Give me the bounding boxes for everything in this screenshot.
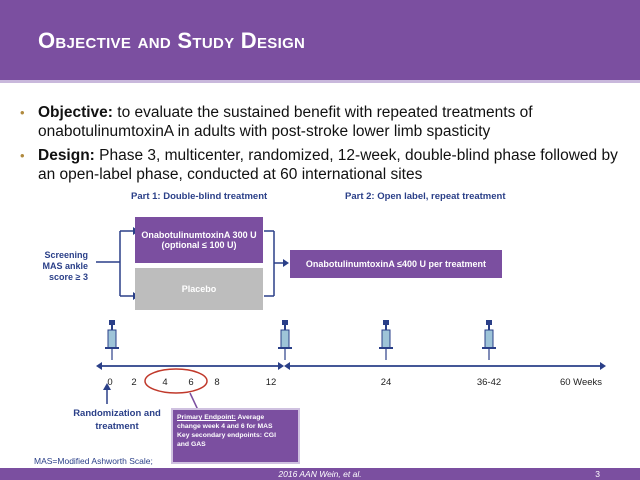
timeline-tick: 36-42 [476,377,502,388]
bullet-text: Phase 3, multicenter, randomized, 12-wee… [38,147,618,183]
bullet-dot-icon: • [20,148,25,163]
timeline-tick: 24 [380,377,392,388]
randomization-line: treatment [95,421,139,432]
arm-line: (optional ≤ 100 U) [161,240,237,250]
randomization-label: Randomization and treatment [62,407,172,433]
page-number: 3 [595,469,600,479]
timeline-tick: 0 [107,377,113,388]
screening-line: score ≥ 3 [49,272,88,282]
callout-text: Average [235,414,265,421]
timeline-tick: 12 [265,377,277,388]
callout-line: and GAS [177,441,206,448]
screening-line: MAS ankle [42,261,88,271]
part2-label: Part 2: Open label, repeat treatment [345,191,506,202]
syringe-icon [105,320,119,360]
callout-line: change week 4 and 6 for MAS [177,423,273,430]
timeline-tick: 4 [162,377,168,388]
timeline-tick: 6 [188,377,194,388]
syringe-icon [482,320,496,360]
screening-label: Screening MAS ankle score ≥ 3 [38,250,88,283]
bullet-list: • Objective: to evaluate the sustained b… [20,103,620,189]
syringe-icon [379,320,393,360]
primary-endpoint-callout: Primary Endpoint: Average change week 4 … [171,408,300,464]
syringe-icon [278,320,292,360]
footer-bar [0,468,640,480]
timeline-tick: 2 [131,377,137,388]
footnote: MAS=Modified Ashworth Scale; [34,456,153,466]
open-label-box: OnabotulinumtoxinA ≤400 U per treatment [290,250,502,278]
slide-title: Objective and Study Design [38,28,306,53]
randomization-line: Randomization and [73,408,161,419]
bullet-objective: • Objective: to evaluate the sustained b… [20,103,620,141]
bullet-label: Design: [38,147,95,164]
title-bar [0,0,640,83]
bullet-label: Objective: [38,104,113,121]
screening-line: Screening [44,250,88,260]
timeline-tick: 60 Weeks [559,377,603,388]
bullet-design: • Design: Phase 3, multicenter, randomiz… [20,146,620,184]
callout-heading: Primary Endpoint: [177,414,236,421]
part1-label: Part 1: Double-blind treatment [131,191,268,202]
arm-placebo: Placebo [135,268,263,310]
arm-onabotulinumtoxina: OnabotulinumtoxinA 300 U (optional ≤ 100… [135,217,263,263]
footer-citation: 2016 AAN Wein, et al. [278,469,362,479]
timeline-tick: 8 [214,377,220,388]
arm-line: OnabotulinumtoxinA 300 U [141,230,257,240]
callout-line: Key secondary endpoints: CGI [177,432,276,439]
bullet-dot-icon: • [20,105,25,120]
callout-line: Primary Endpoint: Average [177,413,294,422]
bullet-text: to evaluate the sustained benefit with r… [38,104,533,140]
